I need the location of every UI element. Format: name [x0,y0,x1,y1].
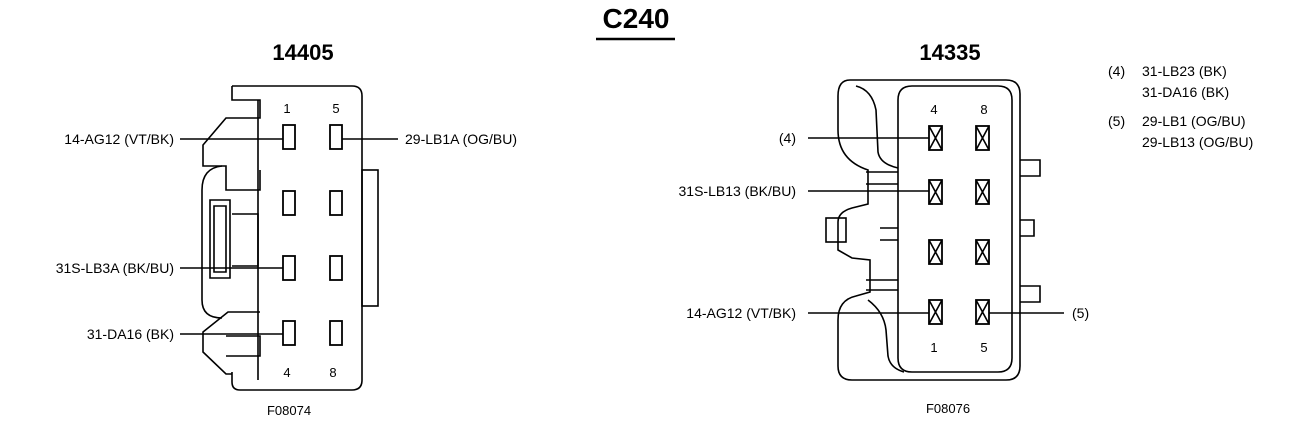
left-connector-lower-latch [202,311,261,375]
right-cavity-3 [928,179,943,205]
legend-ref: (4) [1108,63,1125,79]
left-cavity-3 [282,255,296,281]
legend-ref: (5) [1108,113,1125,129]
left-part-number: 14405 [272,40,333,65]
left-cavity-5 [329,124,343,150]
diagram-title: C240 [603,3,670,34]
splice-legend: (4) 31-LB23 (BK) 31-DA16 (BK) (5) 29-LB1… [1108,63,1253,150]
right-connector-face [897,85,1013,373]
left-pin-number-8: 8 [329,365,336,380]
right-figure-id: F08076 [926,401,970,416]
left-wire-label: 31-DA16 (BK) [87,326,174,342]
left-connector: 14405 1 5 4 8 14-AG12 (VT/BK) 29-LB1A (O… [56,40,517,418]
right-cavity-1 [928,299,943,325]
right-pin-number-4: 4 [930,102,937,117]
right-connector-shoulder [855,85,905,373]
right-wire-label: (4) [779,130,796,146]
right-cavity-4 [928,125,943,151]
left-pin-number-4: 4 [283,365,290,380]
right-wire-label: 14-AG12 (VT/BK) [686,305,796,321]
left-wire-label: 14-AG12 (VT/BK) [64,131,174,147]
left-connector-side-clip [201,165,231,319]
left-cavity-7 [329,255,343,281]
right-cavity-6 [975,239,990,265]
right-connector: 14335 [679,40,1090,416]
right-pin-number-1: 1 [930,340,937,355]
legend-line: 29-LB1 (OG/BU) [1142,113,1245,129]
left-wire-label: 31S-LB3A (BK/BU) [56,260,174,276]
left-cavity-1 [282,124,296,150]
left-pin-number-5: 5 [332,101,339,116]
right-cavity-7 [975,179,990,205]
right-cavity-2 [928,239,943,265]
left-pin-number-1: 1 [283,101,290,116]
right-wire-label: 31S-LB13 (BK/BU) [679,183,797,199]
left-cavity-6 [329,190,343,216]
left-connector-rail [361,169,379,307]
legend-line: 31-DA16 (BK) [1142,84,1229,100]
left-wire-label: 29-LB1A (OG/BU) [405,131,517,147]
left-cavity-2 [282,190,296,216]
right-part-number: 14335 [919,40,980,65]
right-connector-shell [837,79,1021,381]
legend-line: 29-LB13 (OG/BU) [1142,134,1253,150]
right-connector-pegs [1020,159,1041,303]
left-connector-insert [232,213,259,267]
right-connector-latch-box [825,217,847,243]
left-cavity-8 [329,320,343,346]
right-wire-label: (5) [1072,305,1089,321]
right-cavity-5 [975,299,990,325]
right-pin-number-8: 8 [980,102,987,117]
left-cavity-4 [282,320,296,346]
right-pin-number-5: 5 [980,340,987,355]
right-cavity-8 [975,125,990,151]
legend-line: 31-LB23 (BK) [1142,63,1227,79]
left-figure-id: F08074 [267,403,311,418]
